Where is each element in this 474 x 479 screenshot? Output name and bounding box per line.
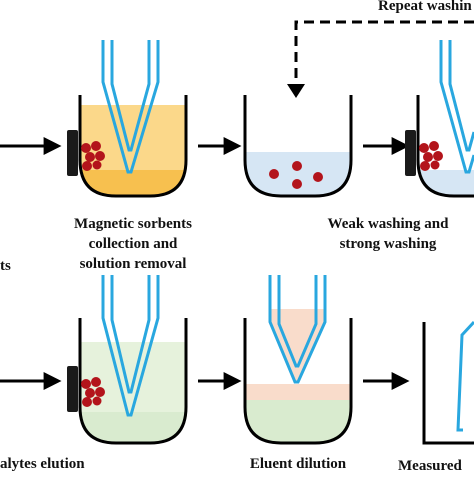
magnetic-sorbents bbox=[419, 141, 443, 171]
pipette-tip bbox=[101, 275, 160, 417]
repeat-loop-arrow bbox=[287, 20, 474, 98]
repeat-washing-label: Repeat washin bbox=[378, 0, 472, 14]
magnet bbox=[67, 366, 78, 412]
step2-caption: Weak washing and strong washing bbox=[308, 214, 468, 254]
eluent-dilution-label: Eluent dilution bbox=[249, 456, 347, 472]
beaker-step2 bbox=[243, 95, 353, 198]
beaker-step4 bbox=[67, 275, 188, 445]
step1-caption-line1: Magnetic sorbents bbox=[74, 216, 192, 232]
dispersed-sorbents bbox=[269, 161, 323, 189]
step1-caption: Magnetic sorbents collection and solutio… bbox=[48, 214, 218, 274]
measurement-vessel-partial bbox=[422, 320, 474, 445]
beaker-step1 bbox=[67, 40, 188, 198]
measured-label: Measured bbox=[398, 458, 462, 474]
magnet bbox=[67, 130, 78, 176]
pipette-tip bbox=[101, 40, 160, 174]
step2-caption-line2: strong washing bbox=[339, 236, 437, 252]
magnet bbox=[405, 130, 416, 176]
beaker-step3-partial bbox=[405, 40, 474, 198]
magnetic-sorbents bbox=[81, 141, 105, 171]
dilution-pipette bbox=[268, 275, 327, 384]
magnetic-sorbents bbox=[81, 377, 105, 407]
step1-caption-line2: collection and bbox=[88, 236, 178, 252]
step1-caption-line3: solution removal bbox=[79, 256, 187, 272]
partial-left-top-label: ts bbox=[0, 258, 11, 274]
step2-caption-line1: Weak washing and bbox=[327, 216, 449, 232]
partial-left-bottom-label: alytes elution bbox=[0, 456, 85, 472]
beaker-step5 bbox=[243, 275, 353, 445]
